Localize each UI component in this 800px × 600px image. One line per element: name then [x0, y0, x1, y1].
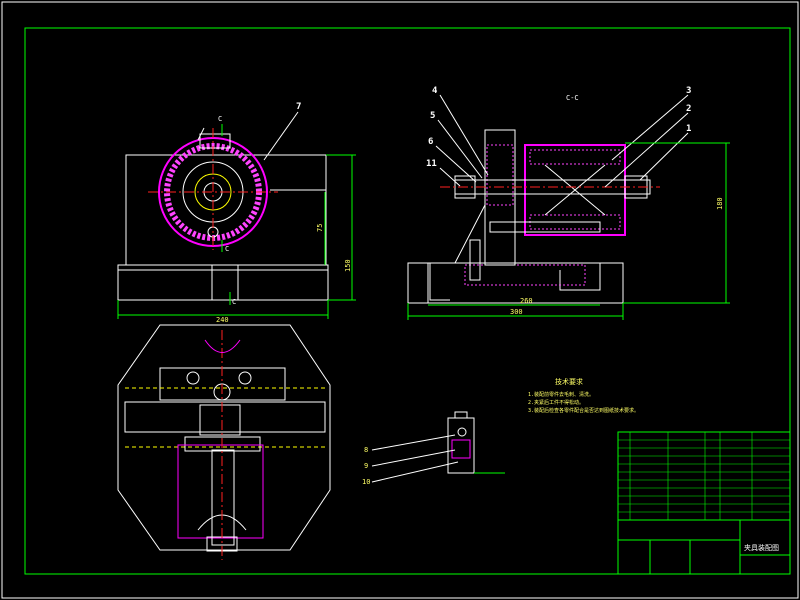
dim-front-height: 150	[344, 259, 352, 272]
top-handle	[199, 133, 231, 149]
top-view	[117, 324, 331, 560]
leader-8	[371, 434, 456, 451]
notes-title: 技术要求	[555, 377, 583, 386]
top-clamp-head	[199, 404, 241, 436]
notes-line-3: 3.装配后检查各零件配合是否达到图纸技术要求。	[528, 407, 639, 414]
leader-1	[639, 132, 689, 181]
top-bolt-right	[238, 371, 252, 385]
leader-5	[437, 119, 483, 179]
part-label-4: 4	[432, 86, 438, 96]
title-frame	[617, 519, 791, 575]
base-slot	[211, 264, 239, 301]
section-view: C-C 4 5 6 11 3 2 1	[407, 86, 730, 320]
section-lower-screw	[489, 221, 601, 233]
detail-view: 8 9 10	[362, 411, 505, 486]
leader-11	[439, 167, 461, 187]
top-shaft	[211, 449, 235, 546]
section-wedge	[544, 164, 606, 216]
leader-7	[263, 111, 299, 161]
part-label-7: 7	[296, 102, 301, 112]
top-octagon	[117, 324, 331, 551]
part-label-1: 1	[686, 124, 691, 134]
section-title: C-C	[566, 94, 579, 102]
detail-pin	[457, 427, 467, 437]
leader-4	[439, 94, 489, 176]
part-label-10: 10	[362, 478, 370, 486]
c-mark-bottom: C	[232, 298, 236, 306]
c-mark-mid: C	[225, 245, 229, 253]
section-upright	[484, 129, 516, 266]
part-label-3: 3	[686, 86, 691, 96]
part-label-9: 9	[364, 462, 368, 470]
section-upright-hatch	[486, 144, 514, 206]
handle-lever	[197, 127, 205, 141]
top-bolt-left	[186, 371, 200, 385]
parts-list-frame	[617, 431, 791, 521]
leader-10	[371, 461, 459, 483]
section-base	[407, 262, 624, 304]
dim-front-width: 240	[216, 316, 229, 324]
section-base-hatch	[464, 264, 586, 286]
front-view: C C C 7 240 150 75	[117, 102, 356, 324]
leader-9	[371, 449, 456, 467]
leader-6	[435, 145, 477, 183]
technical-notes: 技术要求 1.装配前零件去毛刺、清洗。 2.夹紧后工件不得松动。 3.装配后检查…	[528, 377, 639, 414]
dim-front-inner: 75	[316, 224, 324, 232]
part-label-11: 11	[426, 159, 437, 169]
parts-list-grid	[618, 432, 790, 520]
dim-side-height: 180	[716, 197, 724, 210]
detail-head	[454, 411, 468, 419]
dim-side-width-inner: 260	[520, 297, 533, 305]
notes-line-1: 1.装配前零件去毛刺、清洗。	[528, 391, 594, 398]
detail-magenta	[451, 439, 471, 459]
top-magenta-frame	[177, 444, 264, 539]
title-block: 夹具装配图	[617, 431, 791, 575]
leader-2	[604, 112, 689, 188]
notes-line-2: 2.夹紧后工件不得松动。	[528, 399, 584, 406]
c-mark-top: C	[218, 115, 222, 123]
section-clamp-top	[529, 149, 621, 165]
section-base-profile	[427, 263, 601, 303]
drawing-name: 夹具装配图	[744, 543, 779, 552]
part-label-2: 2	[686, 104, 691, 114]
part-label-5: 5	[430, 111, 435, 121]
part-label-6: 6	[428, 137, 433, 147]
leader-3	[611, 94, 689, 161]
top-slot-arc	[204, 339, 241, 353]
top-bar	[124, 401, 326, 433]
inner-frame	[24, 27, 791, 575]
section-rib	[454, 204, 486, 281]
dim-side-width-total: 300	[510, 308, 523, 316]
part-label-8: 8	[364, 446, 368, 454]
